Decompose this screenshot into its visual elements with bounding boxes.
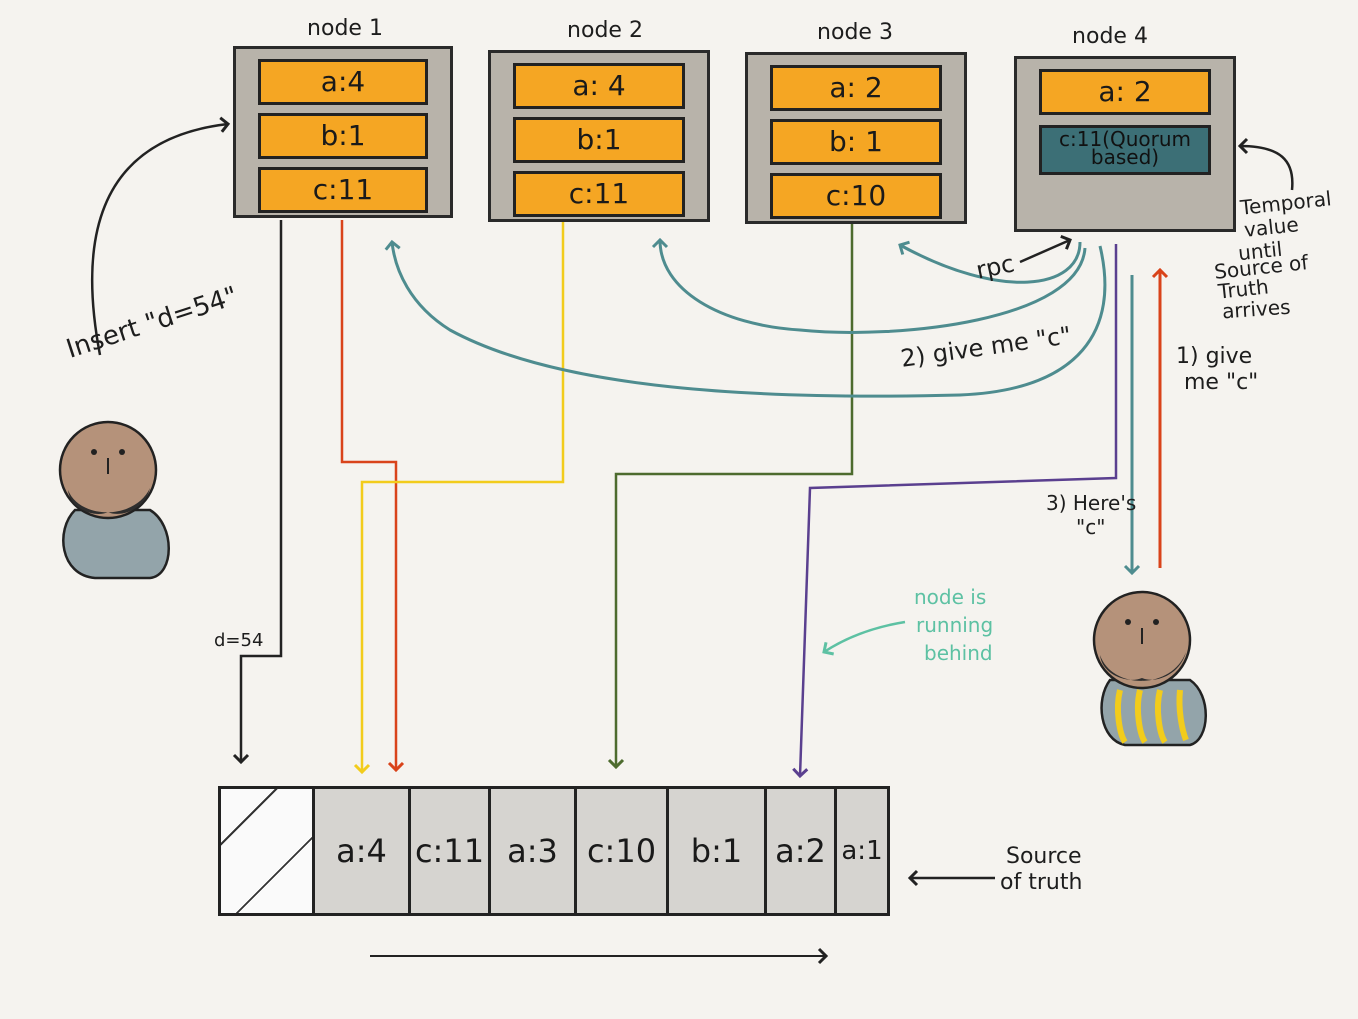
node-4-cell-c-quorum: c:11(Quorum based) (1039, 125, 1211, 175)
node-1-cell-c: c:11 (258, 167, 428, 213)
insert-arrow (90, 116, 231, 356)
node-3-green-line (607, 224, 854, 770)
reader-user-icon (1092, 590, 1207, 747)
running-behind-pointer (822, 620, 906, 656)
node-4-purple-line (792, 244, 1118, 779)
d54-label: d=54 (214, 630, 264, 651)
running-behind-line: running (916, 613, 994, 637)
temporal-value-pointer (1237, 137, 1294, 191)
node-1-title: node 1 (307, 16, 383, 41)
node-3-title: node 3 (817, 20, 893, 45)
source-of-truth-line: of truth (1000, 870, 1083, 895)
node-3-cell-c: c:10 (770, 173, 942, 219)
rpc-arc-node-1 (384, 239, 1107, 398)
log-entry: c:11 (411, 789, 491, 913)
log-empty-slot (221, 789, 315, 913)
node-3-cell-a: a: 2 (770, 65, 942, 111)
node-2-cell-b: b:1 (513, 117, 685, 163)
node-1-red-line (340, 220, 405, 773)
heres-c-label-line2: "c" (1076, 515, 1106, 539)
log-entry: b:1 (669, 789, 767, 913)
node-2-box: a: 4 b:1 c:11 (488, 50, 710, 222)
running-behind-line: behind (924, 641, 993, 665)
source-of-truth-log: a:4 c:11 a:3 c:10 b:1 a:2 a:1 (218, 786, 890, 916)
running-behind-line: node is (914, 585, 987, 609)
rpc-arc-node-3 (898, 240, 1082, 284)
log-entry: a:4 (315, 789, 411, 913)
node-1-box: a:4 b:1 c:11 (233, 46, 453, 218)
log-entry: a:2 (767, 789, 837, 913)
source-of-truth-line: Source (1006, 844, 1082, 869)
node-1-cell-a: a:4 (258, 59, 428, 105)
give-me-c-1-label-line2: me "c" (1184, 370, 1259, 395)
node-3-cell-b: b: 1 (770, 119, 942, 165)
node-2-title: node 2 (567, 18, 643, 43)
node-1-write-line (232, 220, 283, 765)
rpc-arc-node-2 (651, 237, 1087, 334)
writer-user-icon (58, 420, 170, 580)
node-4-cell-a: a: 2 (1039, 69, 1211, 115)
rpc-label: rpc (973, 249, 1017, 285)
node-4-box: a: 2 c:11(Quorum based) (1014, 56, 1236, 232)
node-4-title: node 4 (1072, 24, 1148, 49)
node-1-cell-b: b:1 (258, 113, 428, 159)
node-2-yellow-line (353, 222, 565, 775)
log-entry: c:10 (577, 789, 669, 913)
temporal-value-line: arrives (1221, 294, 1292, 324)
rpc-pointer (1019, 235, 1072, 264)
log-entry: a:1 (841, 836, 883, 866)
give-me-c-1-label-line1: 1) give (1176, 344, 1253, 369)
heres-c-label-line1: 3) Here's (1046, 491, 1137, 515)
node-2-cell-a: a: 4 (513, 63, 685, 109)
log-entry: a:3 (491, 789, 577, 913)
node-3-box: a: 2 b: 1 c:10 (745, 52, 967, 224)
node-2-cell-c: c:11 (513, 171, 685, 217)
